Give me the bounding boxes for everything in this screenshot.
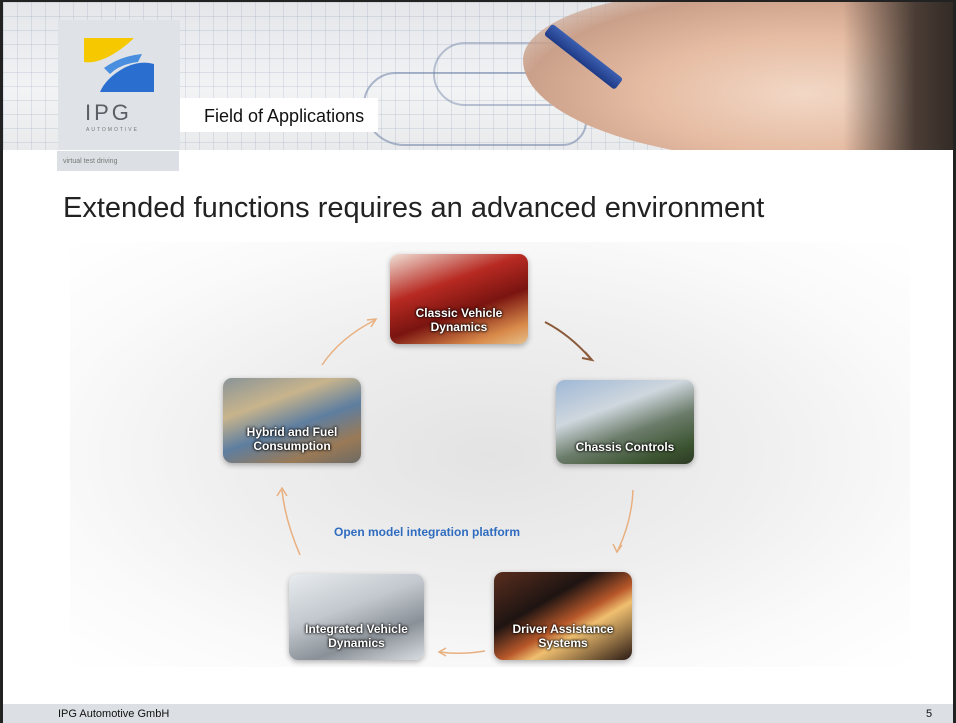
node-driver-assistance-systems: Driver Assistance Systems [494,572,632,660]
node-label: Classic Vehicle Dynamics [390,306,528,334]
ipg-logo-icon [84,38,154,92]
node-hybrid-fuel-consumption: Hybrid and Fuel Consumption [223,378,361,463]
node-label-line2: Consumption [253,439,331,453]
node-label: Chassis Controls [556,440,694,454]
node-label: Driver Assistance Systems [494,622,632,650]
node-label-line1: Driver Assistance [512,622,614,636]
frame-top [0,0,956,2]
node-classic-vehicle-dynamics: Classic Vehicle Dynamics [390,254,528,344]
tagline: virtual test driving [57,151,179,171]
footer-company: IPG Automotive GmbH [58,708,170,720]
logo-subtext: AUTOMOTIVE [86,127,139,133]
node-label-line2: Dynamics [430,320,488,334]
node-label-line2: Systems [538,636,588,650]
node-chassis-controls: Chassis Controls [556,380,694,464]
node-label-line1: Integrated Vehicle [305,622,408,636]
hand-shadow [843,2,953,150]
platform-label: Open model integration platform [334,525,521,539]
page-number: 5 [926,708,933,720]
node-integrated-vehicle-dynamics: Integrated Vehicle Dynamics [289,574,424,660]
frame-left [0,0,3,723]
node-label: Hybrid and Fuel Consumption [223,425,361,453]
node-label-line1: Hybrid and Fuel [246,425,338,439]
node-label-line2: Dynamics [328,636,385,650]
node-label-line1: Classic Vehicle [415,306,503,320]
footer-bar [3,704,953,723]
frame-right [953,0,956,723]
header-banner [3,2,953,150]
section-title: Field of Applications [180,98,379,132]
logo-text: IPG [85,100,132,125]
node-label: Integrated Vehicle Dynamics [289,622,424,650]
slide-heading: Extended functions requires an advanced … [63,192,765,224]
node-label-line1: Chassis Controls [575,440,675,454]
